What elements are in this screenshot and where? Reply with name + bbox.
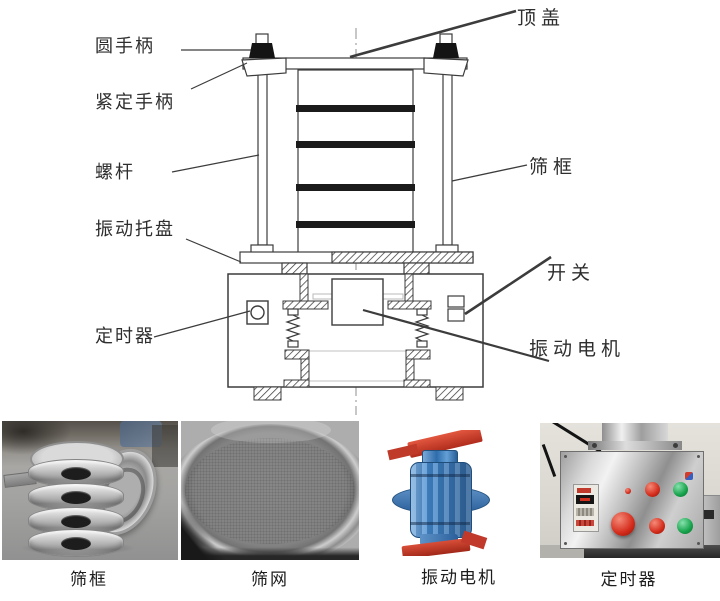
leader-lines — [153, 9, 552, 363]
power-cable — [541, 444, 557, 477]
label-switch: 开关 — [547, 263, 596, 284]
label-round-handle: 圆手柄 — [95, 36, 155, 56]
label-vibration-tray: 振动托盘 — [95, 219, 175, 239]
big-red-button — [611, 512, 635, 536]
side-device-slot — [700, 510, 714, 519]
ring-label — [61, 537, 91, 550]
control-box — [560, 451, 704, 549]
vibration-tray — [239, 251, 474, 275]
indicator-lamp — [625, 488, 631, 494]
logo-sticker — [685, 472, 693, 480]
caption-timer: 定时器 — [600, 570, 658, 589]
ring-label — [61, 515, 91, 528]
timer-label — [577, 488, 591, 493]
caption-sieve-mesh: 筛网 — [251, 570, 289, 589]
timer-symbol — [246, 300, 269, 325]
sieve-frames-photo — [2, 421, 178, 560]
timer-buttons — [576, 508, 594, 516]
label-screw-rod: 螺杆 — [95, 162, 135, 182]
cylinder-flange — [588, 441, 682, 450]
label-top-cover: 顶盖 — [517, 8, 566, 29]
sieve-stack — [28, 441, 124, 557]
timer-module — [573, 484, 599, 532]
green-button-bottom — [677, 518, 693, 534]
vibration-motor-photo — [386, 430, 492, 556]
timer-digits — [580, 498, 590, 501]
spring-right — [414, 308, 430, 348]
sieve-band — [296, 221, 415, 228]
machine-feet — [253, 386, 464, 401]
machine-base-cylinder — [602, 423, 668, 443]
label-tightening-handle: 紧定手柄 — [95, 92, 175, 112]
corner-screw — [697, 455, 700, 458]
sieve-ring — [28, 529, 124, 557]
vibration-motor-symbol — [331, 278, 384, 326]
corner-screw — [697, 542, 700, 545]
machine-diagram — [153, 9, 552, 415]
table-corner-shadow — [181, 421, 359, 560]
sieve-mesh-photo — [181, 421, 359, 560]
round-handle-right — [433, 33, 459, 58]
motor-rib — [410, 474, 470, 477]
screw-rod-right — [435, 71, 459, 255]
red-button-top — [645, 482, 660, 497]
ring-label — [61, 467, 91, 480]
background-shadow — [152, 425, 178, 467]
corner-screw — [564, 542, 567, 545]
sieve-band — [296, 141, 415, 148]
ring-label — [61, 491, 91, 504]
flange-bolt — [592, 443, 597, 448]
screw-rod-left — [250, 71, 274, 255]
timer-display — [576, 495, 594, 504]
flange-bolt — [673, 443, 678, 448]
label-vibration-motor: 振动电机 — [529, 339, 626, 360]
corner-screw — [564, 455, 567, 458]
caption-vibration-motor: 振动电机 — [421, 568, 497, 587]
vibration-frame — [282, 273, 432, 388]
timer-switch-row — [576, 520, 594, 526]
green-button-top — [673, 482, 688, 497]
spring-left — [285, 308, 301, 348]
timer-control-box-photo — [540, 423, 720, 558]
round-handle-left — [249, 33, 275, 58]
switch-symbol — [447, 295, 465, 322]
sieve-band — [296, 184, 415, 191]
caption-sieve-frames: 筛框 — [70, 570, 108, 589]
label-sieve-frame: 筛框 — [529, 157, 578, 178]
sieve-band — [296, 105, 415, 112]
motor-rib — [410, 522, 470, 525]
red-button-bottom — [649, 518, 665, 534]
sieve-ring — [28, 483, 124, 511]
sieve-bands — [296, 105, 415, 228]
motor-top-arm — [387, 443, 419, 461]
top-cover-assembly — [241, 57, 469, 77]
label-timer: 定时器 — [95, 326, 155, 346]
